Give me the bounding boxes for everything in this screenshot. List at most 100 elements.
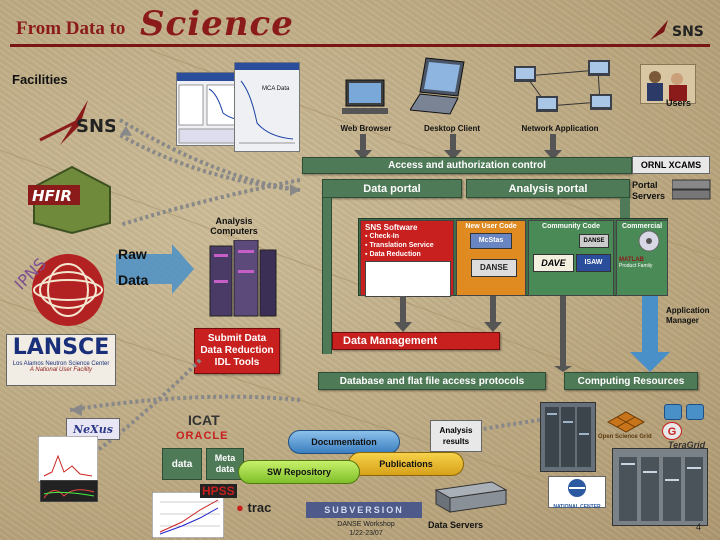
- sns-software-item: ▪ Data Reduction: [365, 251, 421, 258]
- cd-icon: [638, 230, 660, 252]
- software-arrows: [394, 296, 670, 372]
- analysis-portal-bar[interactable]: Analysis portal: [466, 179, 630, 198]
- title-prefix: From Data to: [16, 18, 126, 39]
- desktop-client-label: Desktop Client: [423, 124, 480, 133]
- svg-text:SNS: SNS: [76, 116, 115, 137]
- server-rack-photo: [540, 402, 596, 472]
- submit-line2: Data Reduction: [200, 345, 274, 356]
- ncsa-icon: [568, 479, 586, 497]
- nexus-plot-icon: [38, 436, 98, 482]
- sns-software-item: ▪ Translation Service: [365, 242, 434, 249]
- danse-small-logo: DANSE: [579, 234, 609, 248]
- isaw-logo: ISAW: [575, 254, 611, 272]
- sw-repository-pill[interactable]: SW Repository: [238, 460, 360, 484]
- web-browser-label: Web Browser: [340, 124, 392, 133]
- open-science-grid-icon: [606, 411, 646, 433]
- lansce-subtitle2: A National User Facility: [29, 367, 93, 373]
- title-main: Science: [140, 4, 294, 44]
- sns-software-panel[interactable]: SNS Software ▪ Check-In ▪ Translation Se…: [360, 220, 454, 297]
- teragrid-label: TeraGrid: [668, 440, 706, 450]
- portal-servers-label: Portal Servers: [632, 180, 666, 201]
- new-user-code-title: New User Code: [465, 223, 517, 230]
- community-code-panel[interactable]: Community Code DANSE DAVE ISAW: [528, 220, 614, 296]
- sns-logo-icon: SNS: [650, 20, 704, 40]
- subversion-logo: SUBVERSION: [306, 502, 422, 518]
- open-science-grid-label: Open Science Grid: [598, 434, 652, 440]
- sns-software-title: SNS Software: [365, 223, 418, 232]
- oracle-logo: ORACLE: [176, 430, 229, 442]
- web-browser-icon: [342, 79, 388, 114]
- footer-event: DANSE Workshop 1/22-23/07: [337, 521, 395, 537]
- users-icon: [647, 71, 687, 101]
- hfir-globe-icon: HFIR: [28, 165, 111, 235]
- data-portal-bar[interactable]: Data portal: [322, 179, 462, 198]
- data-servers-label: Data Servers: [428, 520, 484, 530]
- svg-text:HFIR: HFIR: [32, 187, 72, 205]
- documentation-pill[interactable]: Documentation: [288, 430, 400, 454]
- hpss-logo: HPSS: [200, 484, 237, 498]
- submit-line1: Submit Data: [207, 333, 267, 344]
- application-manager-label: Application Manager: [666, 306, 710, 325]
- new-user-code-panel[interactable]: New User Code McStas DANSE: [456, 220, 526, 296]
- trac-logo: ● trac: [236, 500, 272, 515]
- users-label: Users: [666, 98, 692, 108]
- portal-connector-right: [620, 198, 630, 218]
- sns-logo: SNS: [640, 14, 706, 44]
- portal-connector-left: [322, 198, 332, 354]
- national-center-logo: NATIONAL CENTER: [548, 476, 606, 510]
- lansce-logo: LANSCE: [12, 335, 110, 360]
- commercial-panel[interactable]: Commercial MATLAB Product Family: [616, 220, 668, 296]
- mca-data-label: MCA Data: [262, 86, 290, 92]
- submit-data-box[interactable]: Submit Data Data Reduction IDL Tools: [194, 328, 280, 374]
- sns-facility: SNS: [20, 90, 117, 152]
- header-rule: [10, 44, 710, 47]
- computing-resources-bar[interactable]: Computing Resources: [564, 372, 698, 390]
- supercomputer-icon: [619, 457, 703, 521]
- trac-paw-icon: ●: [236, 500, 244, 515]
- dave-logo: DAVE: [533, 254, 574, 272]
- mcstas-logo: McStas: [470, 233, 512, 249]
- supercomputer-photo: [612, 448, 708, 526]
- g-logo-icon: G: [662, 422, 682, 440]
- sns-facility-icon: SNS: [39, 100, 117, 145]
- community-code-title: Community Code: [542, 223, 600, 230]
- raw-data-arrow: [116, 244, 194, 294]
- raw-label: Raw: [118, 246, 147, 262]
- data-label: Data: [118, 272, 149, 288]
- publications-pill[interactable]: Publications: [348, 452, 464, 476]
- danse-logo: DANSE: [471, 259, 517, 277]
- lansce-subtitle: Los Alamos Neutron Science Center: [12, 361, 110, 367]
- network-application-label: Network Application: [521, 124, 599, 133]
- icat-logo: ICAT: [188, 412, 220, 428]
- chart-thumbnail-icon: [152, 492, 224, 538]
- ornl-xcams-box: ORNL XCAMS: [632, 156, 710, 174]
- data-box: data: [162, 448, 202, 480]
- users-photo: [640, 64, 696, 104]
- matlab-logo: MATLAB: [619, 257, 644, 263]
- data-management-bar[interactable]: Data Management: [332, 332, 500, 350]
- page-number: 4: [696, 522, 702, 532]
- sns-logo-text: SNS: [672, 24, 704, 40]
- client-arrows: [354, 134, 562, 160]
- resource-icon-1: [664, 404, 682, 420]
- mca-screenshot-2: [234, 62, 300, 152]
- sns-software-screenshot: [365, 261, 451, 297]
- ipns-rings-icon: IPNS: [11, 254, 104, 326]
- lansce-facility: LANSCE Los Alamos Neutron Science Center…: [6, 334, 116, 386]
- resource-icon-2: [686, 404, 704, 420]
- database-bar[interactable]: Database and flat file access protocols: [318, 372, 546, 390]
- analysis-results-box: Analysis results: [430, 420, 482, 452]
- graph-plot-icon: [40, 480, 98, 502]
- ipns-facility: IPNS: [6, 238, 116, 330]
- access-control-bar[interactable]: Access and authorization control: [302, 157, 632, 174]
- metadata-box: Meta data: [206, 448, 244, 480]
- network-application-icon: [514, 60, 612, 112]
- hfir-facility: HFIR: [22, 165, 122, 235]
- matlab-sub: Product Family: [619, 263, 653, 269]
- analysis-computers-label: Analysis Computers: [210, 216, 258, 236]
- facilities-label: Facilities: [12, 72, 68, 87]
- server-rack-icon: [545, 407, 591, 467]
- data-server-icon: [434, 481, 508, 513]
- desktop-client-icon: [410, 57, 465, 115]
